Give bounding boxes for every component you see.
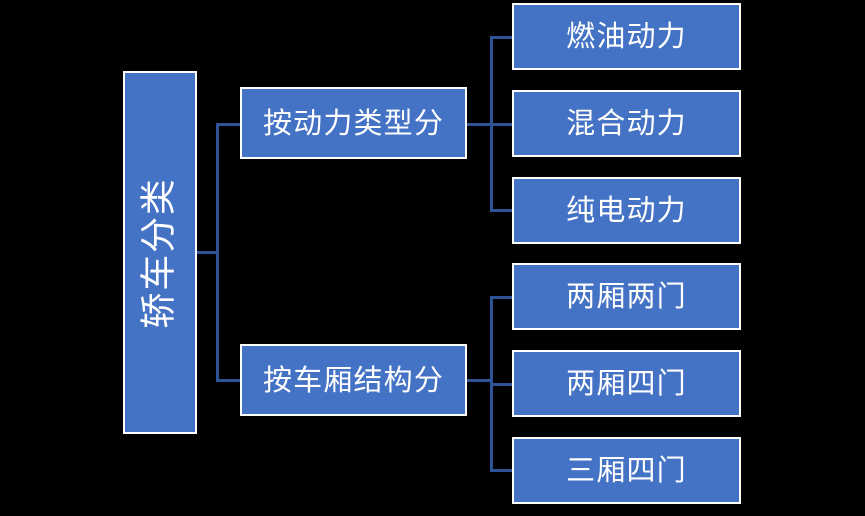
connector-branch-0-to-leaf-0 — [490, 36, 514, 39]
leaf-node-label: 纯电动力 — [566, 193, 687, 227]
connector-branch-0-to-leaf-2 — [490, 209, 514, 212]
connector-branch-0-to-leaf-1 — [490, 123, 514, 126]
leaf-node-label: 燃油动力 — [566, 19, 687, 53]
connector-root-stub — [196, 251, 218, 254]
leaf-node-label: 三厢四门 — [566, 453, 687, 487]
leaf-node-two-box-four-door[interactable]: 两厢四门 — [512, 350, 741, 417]
connector-branch-1-to-leaf-2 — [490, 469, 514, 472]
leaf-node-label: 两厢两门 — [566, 279, 687, 313]
connector-branch-0-stub — [466, 123, 492, 126]
leaf-node-two-box-two-door[interactable]: 两厢两门 — [512, 263, 741, 330]
root-node-label: 轿车分类 — [139, 176, 181, 329]
connector-branch-1-to-leaf-1 — [490, 383, 514, 386]
leaf-node-label: 两厢四门 — [566, 366, 687, 400]
connector-root-trunk — [216, 123, 219, 382]
leaf-node-fuel-power[interactable]: 燃油动力 — [512, 3, 741, 70]
connector-root-to-branch-1 — [216, 379, 242, 382]
leaf-node-electric-power[interactable]: 纯电动力 — [512, 177, 741, 244]
branch-node-cabin-structure[interactable]: 按车厢结构分 — [240, 344, 467, 416]
leaf-node-three-box-four-door[interactable]: 三厢四门 — [512, 437, 741, 504]
branch-node-label: 按动力类型分 — [263, 105, 444, 140]
connector-branch-1-stub — [466, 379, 492, 382]
leaf-node-label: 混合动力 — [566, 106, 687, 140]
connector-root-to-branch-0 — [216, 123, 242, 126]
connector-branch-1-to-leaf-0 — [490, 296, 514, 299]
leaf-node-hybrid-power[interactable]: 混合动力 — [512, 90, 741, 157]
branch-node-power-type[interactable]: 按动力类型分 — [240, 87, 467, 159]
branch-node-label: 按车厢结构分 — [263, 362, 444, 397]
root-node[interactable]: 轿车分类 — [123, 71, 197, 434]
